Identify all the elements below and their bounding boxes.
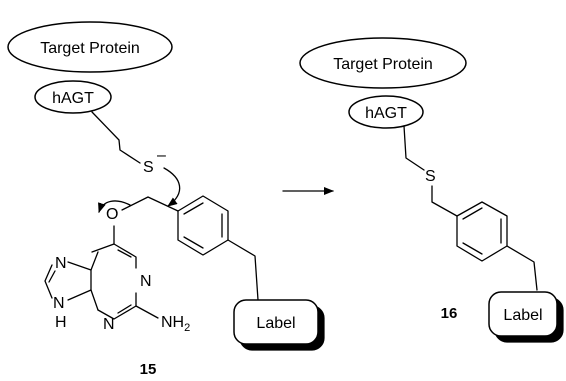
cys-chain-right [403,125,425,171]
label-text-left: Label [256,315,295,332]
amine-bond [135,305,159,319]
benzene-double-bonds-right [462,207,502,255]
linker-chain-left [227,239,259,301]
purine-n3: N [103,316,115,333]
pyrimidine-ring-bonds-2 [90,251,99,311]
target-protein-ellipse-right [299,37,467,89]
sulfur-atom-left: S [143,159,154,176]
target-protein-ellipse-left [7,21,173,73]
thiolate-charge: – [157,147,166,164]
hagt-ellipse-right [348,95,424,129]
label-text-right: Label [503,307,542,324]
purine-n9: N [53,295,65,312]
linker-chain-right [506,245,538,291]
purine-n7: N [55,255,67,272]
label-box-left [233,299,319,345]
target-protein-label-right: Target Protein [333,56,433,73]
pyrimidine-double-bonds [117,249,132,314]
benzene-ring-left [177,195,229,256]
nucleophilic-attack-arrow [163,167,181,207]
compound-number-15: 15 [140,361,157,378]
imidazole-double-bond [48,270,56,283]
compound-number-16: 16 [441,305,458,322]
benzene-double-bonds-left [183,202,223,249]
thioether-bonds [431,185,458,217]
benzene-ring-right [456,201,508,262]
cys-chain-left [91,111,141,164]
amine-group: NH2 [161,314,190,334]
sulfur-atom-right: S [425,168,436,185]
imidazole-ring-bonds [44,261,92,301]
hagt-label-right: hAGT [365,105,407,122]
pyrimidine-ring-bonds [91,243,137,320]
leaving-group-arrow [98,200,131,213]
hagt-label-left: hAGT [52,90,94,107]
oxygen-atom: O [106,206,118,223]
hagt-ellipse-left [34,80,112,114]
benzyl-ether-bonds [121,196,179,212]
right-structure: Target Protein hAGT S Label 16 [299,37,564,343]
left-structure: Target Protein hAGT S – O N N [7,21,325,378]
label-box-right [488,291,558,337]
target-protein-label-left: Target Protein [40,40,140,57]
purine-h9: H [55,314,67,331]
purine-n1: N [140,273,152,290]
